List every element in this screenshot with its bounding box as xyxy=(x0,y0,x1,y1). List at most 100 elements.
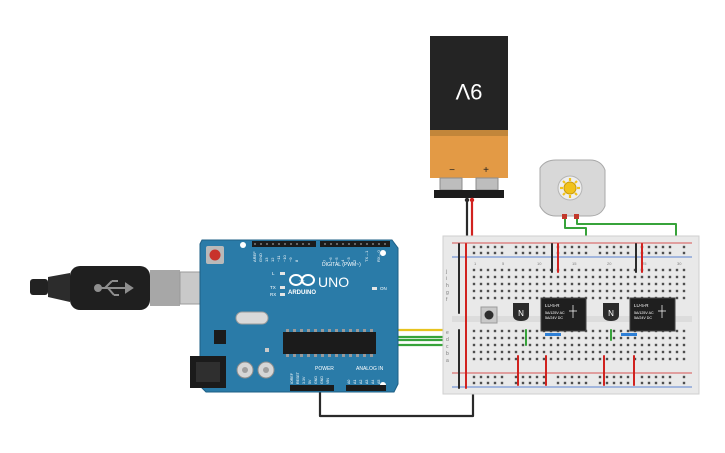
breadboard-hole[interactable] xyxy=(570,375,574,379)
breadboard-hole[interactable] xyxy=(535,343,539,347)
breadboard-hole[interactable] xyxy=(486,251,490,255)
breadboard-hole[interactable] xyxy=(549,343,553,347)
breadboard-hole[interactable] xyxy=(528,268,532,272)
breadboard-hole[interactable] xyxy=(619,381,623,385)
breadboard-hole[interactable] xyxy=(486,289,490,293)
breadboard-hole[interactable] xyxy=(563,350,567,354)
breadboard-hole[interactable] xyxy=(682,357,686,361)
breadboard-hole[interactable] xyxy=(668,375,672,379)
breadboard-hole[interactable] xyxy=(479,289,483,293)
breadboard-hole[interactable] xyxy=(661,245,665,249)
breadboard-hole[interactable] xyxy=(619,296,623,300)
breadboard-hole[interactable] xyxy=(668,251,672,255)
pushbutton[interactable] xyxy=(480,306,498,324)
breadboard-hole[interactable] xyxy=(598,350,602,354)
breadboard-hole[interactable] xyxy=(479,343,483,347)
breadboard-hole[interactable] xyxy=(626,336,630,340)
breadboard-hole[interactable] xyxy=(507,357,511,361)
breadboard-hole[interactable] xyxy=(647,357,651,361)
breadboard-hole[interactable] xyxy=(486,282,490,286)
breadboard-hole[interactable] xyxy=(591,357,595,361)
breadboard-hole[interactable] xyxy=(661,375,665,379)
breadboard-hole[interactable] xyxy=(612,268,616,272)
breadboard-hole[interactable] xyxy=(556,350,560,354)
pushbutton-icon[interactable] xyxy=(484,310,494,320)
breadboard-hole[interactable] xyxy=(472,289,476,293)
breadboard-hole[interactable] xyxy=(514,343,518,347)
breadboard-hole[interactable] xyxy=(514,282,518,286)
breadboard-hole[interactable] xyxy=(591,343,595,347)
breadboard-hole[interactable] xyxy=(598,357,602,361)
breadboard-hole[interactable] xyxy=(556,357,560,361)
breadboard-hole[interactable] xyxy=(542,350,546,354)
breadboard-hole[interactable] xyxy=(633,336,637,340)
breadboard-hole[interactable] xyxy=(605,350,609,354)
breadboard-hole[interactable] xyxy=(654,350,658,354)
breadboard-hole[interactable] xyxy=(682,289,686,293)
breadboard-hole[interactable] xyxy=(514,245,518,249)
breadboard-hole[interactable] xyxy=(493,350,497,354)
breadboard-hole[interactable] xyxy=(486,296,490,300)
breadboard-hole[interactable] xyxy=(654,381,658,385)
breadboard-hole[interactable] xyxy=(542,268,546,272)
breadboard-hole[interactable] xyxy=(626,375,630,379)
breadboard-hole[interactable] xyxy=(605,282,609,286)
breadboard-hole[interactable] xyxy=(619,245,623,249)
breadboard-hole[interactable] xyxy=(500,329,504,333)
breadboard-hole[interactable] xyxy=(472,375,476,379)
breadboard-hole[interactable] xyxy=(493,275,497,279)
breadboard-hole[interactable] xyxy=(556,375,560,379)
breadboard-hole[interactable] xyxy=(563,268,567,272)
breadboard-hole[interactable] xyxy=(675,296,679,300)
breadboard-hole[interactable] xyxy=(528,251,532,255)
breadboard-hole[interactable] xyxy=(661,282,665,286)
breadboard-hole[interactable] xyxy=(570,268,574,272)
breadboard-hole[interactable] xyxy=(626,289,630,293)
breadboard-hole[interactable] xyxy=(654,289,658,293)
breadboard-hole[interactable] xyxy=(514,375,518,379)
breadboard-hole[interactable] xyxy=(535,251,539,255)
transistor-2[interactable]: N xyxy=(603,303,619,321)
breadboard-hole[interactable] xyxy=(535,282,539,286)
breadboard-hole[interactable] xyxy=(514,381,518,385)
breadboard-hole[interactable] xyxy=(528,350,532,354)
breadboard-hole[interactable] xyxy=(486,329,490,333)
breadboard-hole[interactable] xyxy=(675,282,679,286)
breadboard-hole[interactable] xyxy=(507,282,511,286)
breadboard-hole[interactable] xyxy=(661,381,665,385)
breadboard-hole[interactable] xyxy=(591,296,595,300)
breadboard-hole[interactable] xyxy=(542,245,546,249)
breadboard-hole[interactable] xyxy=(612,375,616,379)
breadboard-hole[interactable] xyxy=(472,343,476,347)
breadboard-hole[interactable] xyxy=(682,375,686,379)
breadboard-hole[interactable] xyxy=(486,268,490,272)
breadboard-hole[interactable] xyxy=(619,282,623,286)
breadboard-hole[interactable] xyxy=(675,268,679,272)
breadboard-hole[interactable] xyxy=(605,375,609,379)
breadboard-hole[interactable] xyxy=(668,289,672,293)
breadboard-hole[interactable] xyxy=(577,251,581,255)
breadboard-hole[interactable] xyxy=(619,329,623,333)
breadboard-hole[interactable] xyxy=(591,275,595,279)
breadboard-hole[interactable] xyxy=(668,245,672,249)
breadboard-hole[interactable] xyxy=(479,357,483,361)
breadboard-hole[interactable] xyxy=(612,336,616,340)
breadboard-hole[interactable] xyxy=(514,251,518,255)
breadboard-hole[interactable] xyxy=(605,245,609,249)
breadboard-hole[interactable] xyxy=(633,275,637,279)
breadboard-hole[interactable] xyxy=(633,343,637,347)
breadboard-hole[interactable] xyxy=(486,275,490,279)
breadboard-hole[interactable] xyxy=(647,350,651,354)
breadboard-hole[interactable] xyxy=(528,282,532,286)
breadboard-hole[interactable] xyxy=(535,268,539,272)
wire-black-ground[interactable] xyxy=(318,384,475,418)
breadboard-hole[interactable] xyxy=(535,296,539,300)
breadboard-hole[interactable] xyxy=(563,375,567,379)
breadboard-hole[interactable] xyxy=(675,357,679,361)
breadboard-hole[interactable] xyxy=(500,282,504,286)
breadboard-hole[interactable] xyxy=(598,296,602,300)
dc-motor[interactable] xyxy=(539,159,606,219)
breadboard-hole[interactable] xyxy=(563,245,567,249)
breadboard-hole[interactable] xyxy=(675,289,679,293)
breadboard-hole[interactable] xyxy=(675,329,679,333)
